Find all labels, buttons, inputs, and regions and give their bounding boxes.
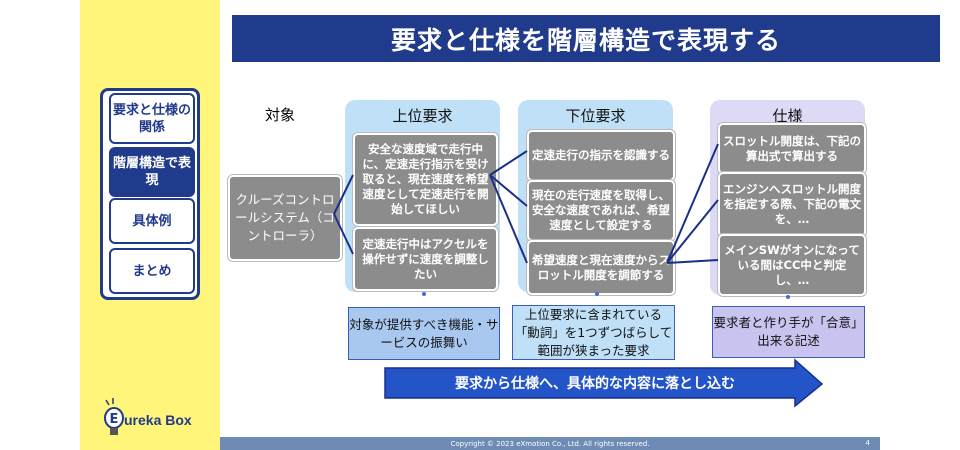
nav-item-summary[interactable]: まとめ	[109, 248, 195, 294]
lightbulb-icon: E	[104, 398, 124, 435]
lower-column: 下位要求 定速走行の指示を認識する 現在の走行速度を取得し、安全な速度であれば、…	[518, 100, 675, 295]
nav-item-hierarchy[interactable]: 階層構造で表現	[109, 147, 195, 197]
lower-header: 下位要求	[565, 107, 626, 125]
spec-note: 要求者と作り手が「合意」出来る記述	[712, 306, 865, 358]
page-number: 4	[865, 439, 870, 447]
nav-item-examples[interactable]: 具体例	[109, 198, 195, 244]
footer: Copyright © 2023 eXmotion Co., Ltd. All …	[220, 437, 880, 450]
page-title: 要求と仕様を階層構造で表現する	[232, 15, 940, 62]
upper-column: 上位要求 安全な速度域で走行中に、定速走行指示を受け取ると、現在速度を希望速度と…	[345, 100, 500, 292]
target-header: 対象	[264, 106, 295, 124]
arrow-shape	[384, 358, 824, 408]
lower-item: 現在の走行速度を取得し、安全な速度であれば、希望速度として設定する	[527, 180, 675, 241]
lower-note: 上位要求に含まれている「動詞」を1つずつばらして範囲が狭まった要求	[512, 305, 675, 360]
copyright: Copyright © 2023 eXmotion Co., Ltd. All …	[450, 439, 650, 448]
upper-item: 定速走行中はアクセルを操作せずに速度を調整したい	[353, 227, 498, 291]
upper-item: 安全な速度域で走行中に、定速走行指示を受け取ると、現在速度を希望速度として定速走…	[353, 133, 498, 226]
logo: E ureka Box	[100, 398, 210, 438]
upper-note: 対象が提供すべき機能・サービスの振舞い	[348, 307, 500, 360]
spec-header: 仕様	[772, 107, 803, 125]
section-nav: 要求と仕様の関係 階層構造で表現 具体例 まとめ	[100, 88, 200, 300]
svg-text:E: E	[110, 412, 119, 427]
nav-item-relation[interactable]: 要求と仕様の関係	[109, 93, 195, 144]
logo-text: ureka Box	[124, 412, 192, 428]
flow-arrow-label: 要求から仕様へ、具体的な内容に落とし込む	[455, 376, 735, 392]
lower-item: 定速走行の指示を認識する	[527, 130, 675, 181]
spec-item: エンジンへスロットル開度を指定する際、下記の電文を、…	[718, 172, 866, 237]
lower-item: 希望速度と現在速度からスロットル開度を調節する	[527, 240, 675, 295]
spec-item: メインSWがオンになっている間はCC中と判定し、…	[718, 234, 866, 296]
target-box: クルーズコントロールシステム（コントローラ）	[228, 175, 342, 261]
spec-column: 仕様 スロットル開度は、下記の算出式で算出する エンジンへスロットル開度を指定す…	[710, 100, 866, 296]
spec-item: スロットル開度は、下記の算出式で算出する	[718, 123, 866, 174]
upper-header: 上位要求	[392, 107, 453, 125]
